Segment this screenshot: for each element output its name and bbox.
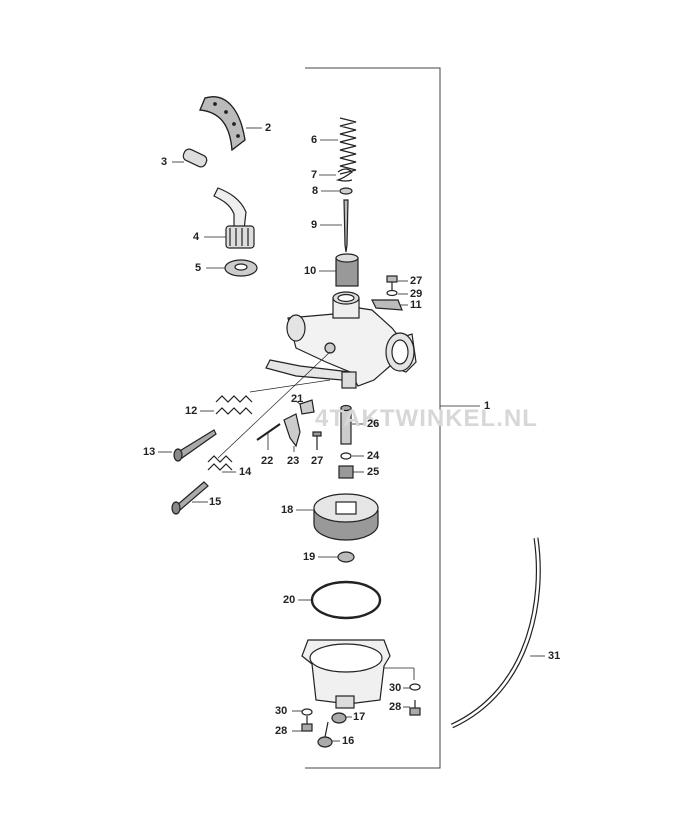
part-15-air-screw [171,481,209,515]
part-31-overflow-tube [450,537,545,729]
callout-14: 14 [239,466,252,478]
callout-30-right: 30 [389,682,402,694]
callout-24: 24 [367,450,380,462]
part-8-washer [321,187,353,195]
callout-25: 25 [367,466,380,478]
part-11-plate [371,299,408,311]
callout-8: 8 [312,185,319,197]
callout-29: 29 [410,288,423,300]
callout-15: 15 [209,496,222,508]
callout-16: 16 [342,735,355,747]
callout-30-left: 30 [275,705,288,717]
part-2-hose-elbow [199,96,262,152]
part-12-spring [200,379,331,415]
callout-22: 22 [261,455,274,467]
part-29-washer [386,289,408,297]
part-17-drain-screw [331,712,352,724]
part-21-clip [295,399,315,415]
carburetor-body [265,291,417,389]
callout-1: 1 [484,400,491,412]
part-5-washer [206,259,258,277]
part-23-lever [283,413,301,452]
float-chamber [301,639,415,709]
callout-12: 12 [185,405,198,417]
part-30-washer-right [403,683,421,691]
callout-27-mid: 27 [311,455,324,467]
part-18-float [296,493,379,541]
callout-6: 6 [311,134,318,146]
callout-2: 2 [265,122,272,134]
watermark: 4TAKTWINKEL.NL [315,405,538,432]
callout-13: 13 [143,446,156,458]
part-30-washer-left [292,708,313,716]
assembly-bracket-line [305,67,441,769]
part-4-air-elbow [204,187,255,249]
callout-10: 10 [304,265,317,277]
callout-28-right: 28 [389,701,402,713]
part-26-needle-jet-holder [340,404,364,445]
callout-27-top: 27 [410,275,423,287]
part-24-o-ring [340,452,364,460]
part-27-screw-top [386,275,408,290]
part-22-pin [256,423,281,450]
callout-26: 26 [367,418,380,430]
part-3-sleeve [172,148,208,168]
callout-17: 17 [353,711,366,723]
part-25-main-jet [338,465,364,479]
callout-20: 20 [283,594,296,606]
part-16-screw [317,721,340,748]
callout-18: 18 [281,504,294,516]
part-28-screw-right [403,700,421,716]
part-14-spring [207,351,331,473]
part-10-throttle-valve [319,253,359,287]
part-20-gasket [298,580,382,620]
callout-21: 21 [291,393,304,405]
part-9-jet-needle [320,199,349,253]
callout-7: 7 [311,169,318,181]
callout-3: 3 [161,156,168,168]
callout-5: 5 [195,262,202,274]
callout-4: 4 [193,231,200,243]
part-19-float-valve [318,551,355,563]
callout-9: 9 [311,219,318,231]
part-7-clip [319,168,353,182]
callout-19: 19 [303,551,316,563]
callout-11: 11 [410,299,422,311]
part-6-spring [320,117,357,175]
callout-23: 23 [287,455,300,467]
callout-31: 31 [548,650,561,662]
part-13-stop-screw [158,429,217,462]
part-28-screw-left [292,716,313,732]
part-27-screw-mid [312,431,322,450]
callout-28-left: 28 [275,725,288,737]
